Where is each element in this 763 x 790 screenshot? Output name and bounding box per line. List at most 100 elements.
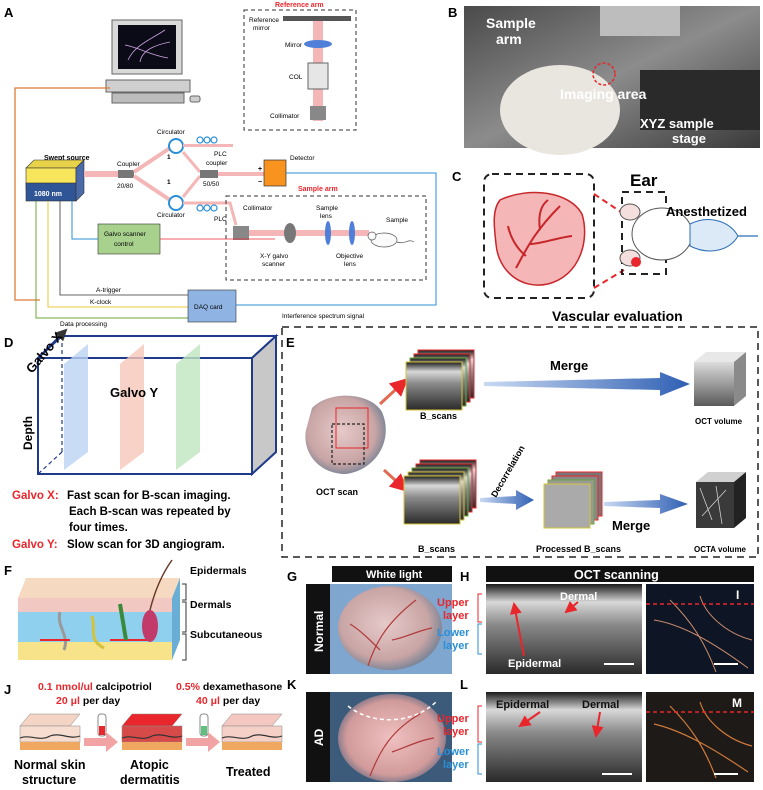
galvo-x-label: Galvo X — [23, 329, 66, 376]
decorrelation-arrow — [480, 490, 534, 510]
oct-volume-cube — [694, 352, 746, 406]
normal-ear-photo — [338, 586, 442, 670]
galvo-x-key: Galvo X: — [12, 490, 59, 502]
normal-skin-label-1: Normal skin — [14, 758, 86, 772]
subcutaneous-label: Subcutaneous — [190, 629, 263, 641]
beam-plc-top — [183, 144, 233, 147]
dermal-label-l: Dermal — [582, 699, 619, 711]
bracket-dermal — [182, 601, 187, 633]
tube-red-fill — [99, 726, 105, 735]
sample-arm-title: Sample arm — [298, 186, 338, 193]
interference-label: Interference spectrum signal — [282, 313, 365, 320]
swept-source-box — [25, 159, 85, 202]
arrow-ad-to-treated — [186, 732, 220, 752]
dose2-drug: dexamethasone — [200, 681, 282, 693]
panel-label-l: L — [460, 677, 468, 692]
galvo-control-label-1: Galvo scanner — [104, 231, 147, 238]
port-top: 1 — [167, 154, 171, 161]
cube-side — [251, 333, 277, 477]
sample-arm-text-2: arm — [496, 31, 522, 47]
collimator-sample-label: Collimator — [243, 205, 273, 212]
objective-lens-icon — [349, 221, 355, 245]
panel-label-c: C — [452, 169, 462, 184]
reference-mirror-label-1: Reference — [249, 17, 279, 24]
reference-arm-title: Reference arm — [275, 2, 324, 9]
normal-label: Normal — [312, 611, 326, 652]
plc-coupler-label-1: coupler — [206, 160, 228, 167]
beam-to-circ-bottom — [132, 174, 172, 202]
oct-scan-label: OCT scan — [316, 487, 358, 497]
circulator-bottom-icon — [168, 195, 184, 211]
sample-lens-label-1: Sample — [316, 205, 338, 212]
beam-source-coupler — [84, 171, 120, 177]
circulator-top-icon — [168, 138, 184, 154]
upper-bracket-l — [477, 705, 482, 743]
atopic-label-2: dermatitis — [120, 773, 180, 787]
bracket-epidermal — [182, 583, 187, 601]
sample-label: Sample — [386, 217, 408, 224]
epidermal-label-l: Epidermal — [496, 699, 549, 711]
lower-layer-l-2: layer — [443, 759, 469, 771]
ad-dashed-region — [347, 701, 437, 721]
objective-label-1: Objective — [336, 253, 363, 260]
panel-g: G White light Normal — [287, 566, 452, 674]
tube-green-fill — [201, 726, 207, 735]
bscans-top-stack — [405, 349, 475, 411]
panel-label-g: G — [287, 569, 297, 584]
panel-label-h: H — [460, 569, 469, 584]
data-processing-line — [35, 201, 188, 319]
epidermals-label: Epidermals — [190, 565, 247, 577]
collimator-sample — [233, 226, 249, 240]
dermal-label-h: Dermal — [560, 591, 597, 603]
lower-layer-h-2: layer — [443, 640, 469, 652]
daq-card-label: DAQ card — [194, 304, 223, 311]
galvo-control-label-2: control — [114, 241, 134, 248]
detector-box — [263, 159, 287, 187]
coupler-ratio: 20/80 — [117, 183, 134, 190]
a-trigger-line — [59, 201, 188, 296]
imaging-area-text: Imaging area — [560, 86, 647, 102]
detector-label: Detector — [290, 155, 315, 162]
mouse-anesthetized-icon — [619, 203, 758, 267]
octa-volume-cube — [696, 472, 746, 528]
panel-label-j: J — [4, 682, 11, 697]
arrow-normal-to-ad — [84, 732, 118, 752]
dose1-conc: 0.1 nmol/ul — [38, 681, 93, 693]
octa-volume-label: OCTA volume — [694, 545, 747, 554]
lower-layer-l-1: Lower — [437, 746, 470, 758]
merge-top-arrow — [484, 372, 690, 396]
beam-to-circ-top — [132, 146, 172, 174]
panel-d: D Galvo X Galvo Y Depth Galvo X: Fast sc… — [4, 328, 279, 551]
bscans-bottom-stack — [403, 459, 477, 525]
galvo-scanner-label-1: X-Y galvo — [260, 253, 288, 260]
processed-label: Processed B_scans — [536, 544, 621, 554]
normal-sidebar — [306, 584, 330, 674]
dose1-line1: 0.1 nmol/ul calcipotriol — [38, 681, 152, 693]
mouse-icon — [367, 231, 415, 248]
oct-scan-ear — [305, 395, 386, 474]
panel-b: B Sample arm Imaging area XYZ sample sta… — [448, 5, 760, 155]
ad-oct-image — [486, 692, 642, 782]
laser-wavelength: 1080 nm — [34, 191, 62, 198]
sample-lens-icon — [325, 221, 331, 245]
ad-ear-photo — [338, 694, 446, 782]
dose1-vol: 20 μl — [56, 695, 80, 707]
normal-skin-label-2: structure — [22, 773, 76, 787]
panel-i: I — [646, 584, 754, 674]
dose1-rate: per day — [80, 695, 120, 707]
dermal-arrow-h — [564, 600, 579, 614]
galvo-x-desc-1: Fast scan for B-scan imaging. — [67, 490, 231, 502]
dose2-vol: 40 μl — [196, 695, 220, 707]
coupler-5050 — [200, 170, 218, 178]
galvo-scanner-label-2: scanner — [262, 261, 286, 268]
oct-volume-label: OCT volume — [695, 417, 743, 426]
galvo-y-key: Galvo Y: — [12, 539, 58, 551]
circulator-top-label: Circulator — [157, 129, 186, 136]
bscans-bottom-label: B_scans — [418, 544, 455, 554]
skin-layers-illustration — [18, 559, 180, 660]
dermals-label: Dermals — [190, 599, 232, 611]
upper-layer-h-2: layer — [443, 610, 469, 622]
galvo-y-label: Galvo Y — [110, 385, 159, 400]
collimator-ref — [310, 106, 326, 120]
